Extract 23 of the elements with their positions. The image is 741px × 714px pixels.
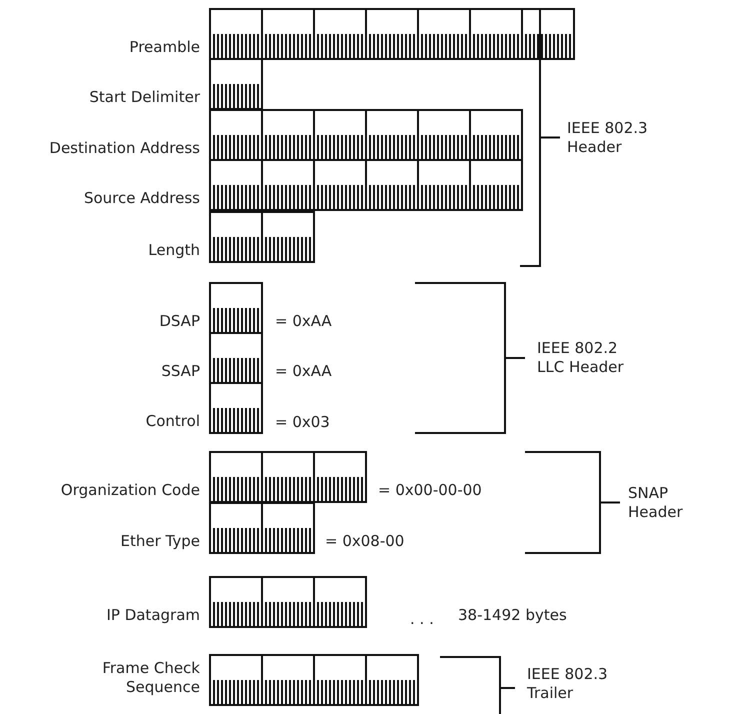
value-label: = 0xAA (275, 362, 332, 381)
ellipsis: . . . (410, 610, 434, 629)
field-name: SSAP (161, 362, 200, 381)
value-label: = 0x00-00-00 (378, 481, 482, 500)
field-name: Length (148, 241, 200, 260)
field-name: Destination Address (49, 139, 200, 158)
bracket-label: IEEE 802.3 Trailer (527, 665, 609, 703)
value-label: = 0x03 (275, 413, 330, 432)
field-name: Source Address (84, 189, 200, 208)
field-name: Organization Code (60, 481, 200, 500)
field-name: IP Datagram (106, 606, 200, 625)
size-label: 38-1492 bytes (458, 606, 567, 625)
field-name: Preamble (129, 38, 200, 57)
field-name: DSAP (159, 312, 200, 331)
field-name: Control (146, 412, 200, 431)
bracket-label: IEEE 802.2 LLC Header (537, 339, 625, 377)
field-name: Ether Type (120, 532, 200, 551)
value-label: = 0xAA (275, 312, 332, 331)
bracket-label: IEEE 802.3 Header (567, 119, 649, 157)
field-name: Start Delimiter (89, 88, 200, 107)
value-label: = 0x08-00 (325, 532, 404, 551)
bracket-label: SNAP Header (628, 484, 684, 522)
field-name: Frame Check Sequence (101, 659, 200, 697)
